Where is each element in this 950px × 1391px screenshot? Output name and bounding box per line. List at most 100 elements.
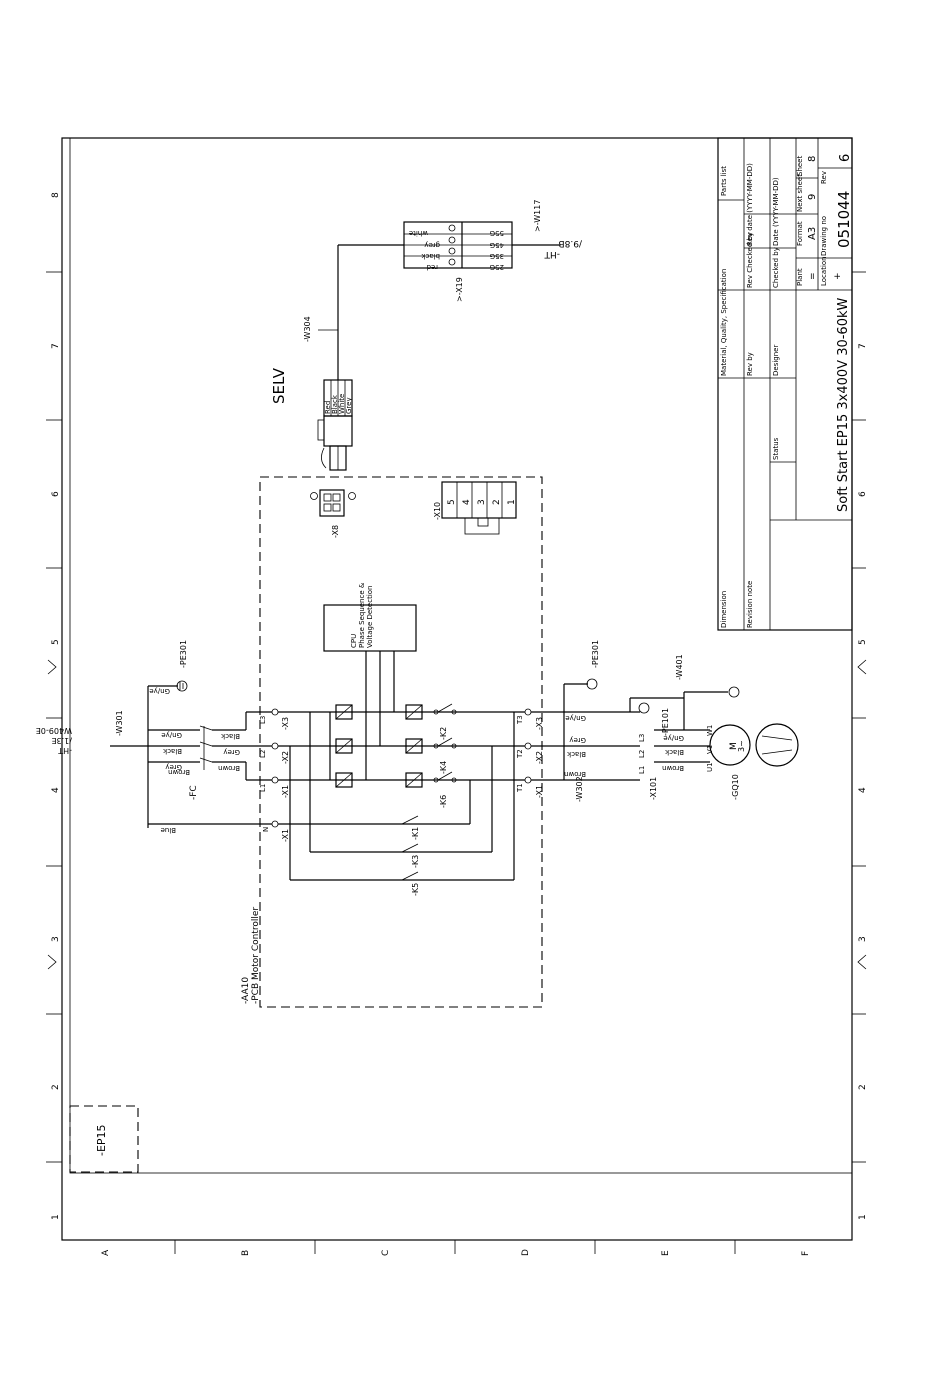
ep15-label: -EP15 [95, 1124, 108, 1156]
designer-label: Designer [772, 345, 780, 376]
ep15-box: -EP15 [69, 1105, 139, 1173]
col-mark-5-left: 5 [51, 639, 61, 645]
x19-terminal: white grey black red 55G 45G 35G 25G >-X… [403, 200, 582, 302]
ref-left: W409-0E [36, 726, 72, 735]
rev-by-label: Rev by [746, 352, 754, 376]
wire-gnye-out: Gn/ye [565, 714, 586, 722]
conn-wire-red: Red [324, 401, 332, 414]
x19-pin-25G: 25G [490, 263, 504, 271]
right-column-ticks [852, 271, 866, 1163]
col-mark-4-left: 4 [51, 787, 61, 793]
x19-pin-35G: 35G [490, 252, 504, 260]
x2-in-label: -X2 [281, 751, 290, 764]
drawing-number: 051044 [835, 191, 853, 248]
row-mark-B: B [241, 1250, 251, 1256]
x19-wire-red: red [427, 263, 438, 271]
wire-black-in: Black [162, 747, 182, 755]
cpu-block: CPU Phase Sequence & Voltage Detection [323, 582, 417, 780]
parts-list-label: Parts list [720, 166, 728, 196]
wire-grey-out: Grey [569, 736, 586, 744]
x10-label: -X10 [433, 502, 442, 520]
rev-value: 6 [838, 154, 853, 162]
w401-label: -W401 [675, 654, 684, 680]
power-stage: -K2 -K4 -K6 -K1 -K3 -K5 [278, 703, 525, 896]
w301-label: -W301 [115, 710, 124, 736]
row-mark-A: A [101, 1249, 111, 1256]
k5-label: -K5 [411, 883, 420, 896]
wire-brown-fc: Brown [218, 764, 240, 772]
col-mark-5-right: 5 [858, 639, 868, 645]
fc-label: -FC [189, 785, 199, 800]
x19-wire-grey: grey [424, 241, 440, 249]
x19-pin-55G: 55G [490, 229, 504, 237]
bottom-row-ticks [174, 1240, 736, 1254]
k2-label: -K2 [439, 727, 448, 740]
conn-wire-grey: Grey [345, 397, 353, 414]
k6-label: -K6 [439, 795, 448, 808]
plant-label: Plant [796, 268, 804, 286]
wire-gnye-motor: Gn/ye [663, 734, 684, 742]
x10-pin-5: 5 [447, 499, 457, 505]
col-mark-2-left: 2 [51, 1084, 61, 1090]
x19-pin-45G: 45G [490, 241, 504, 249]
x8-connector: -X8 [310, 489, 356, 538]
x1-in-label: -X1 [281, 785, 290, 798]
next-sheet-label: Next sheet [796, 174, 804, 212]
x8-label: -X8 [331, 525, 340, 538]
row-mark-F: F [801, 1251, 811, 1256]
ref-top: /9.8B [558, 238, 582, 248]
wire-brown-in: Brown [168, 768, 190, 776]
w304-label: -W304 [303, 316, 312, 342]
wire-black-fc: Black [220, 732, 240, 740]
col-mark-2-right: 2 [858, 1084, 868, 1090]
pe301-bot-label: -PE301 [591, 640, 600, 668]
x19-wire-white: white [409, 229, 428, 237]
checked-label: Checked by [772, 247, 780, 288]
aa10-label: -AA10 [241, 977, 251, 1004]
title-block: Parts list Material, Quality, Specificat… [717, 137, 853, 631]
x19-wire-black: black [420, 252, 440, 260]
col-mark-3-right: 3 [858, 936, 868, 942]
k4-label: -K4 [439, 761, 448, 774]
drawing-no-label: Drawing no [820, 216, 828, 256]
col-mark-7-left: 7 [51, 343, 61, 349]
mains-input: W409-0E /1.3E -HT -W301 Gn/ye -PE301 Gn/… [36, 640, 290, 842]
x101-label: -X101 [649, 777, 658, 800]
bottom-row-letters: A B C D E F [101, 1249, 811, 1256]
next-sheet-value: 9 [807, 194, 818, 200]
location-label: Location [820, 256, 828, 286]
drawing-title: Soft Start EP15 3x400V 30-60kW [836, 297, 851, 512]
x1-out-label: -X1 [535, 785, 544, 798]
motor-w1: W1 [706, 725, 714, 736]
pe301-top-label: -PE301 [179, 640, 188, 668]
x10-pin-2: 2 [492, 499, 502, 505]
x19-label: >-X19 [455, 277, 464, 302]
pcb-label: -PCB Motor Controller [251, 907, 261, 1004]
wire-black-out: Black [566, 750, 586, 758]
col-mark-8-left: 8 [51, 192, 61, 198]
x101-l2: L2 [638, 750, 646, 758]
col-mark-1-left: 1 [51, 1214, 61, 1220]
revision-note-label: Revision note [746, 581, 754, 628]
col-mark-7-right: 7 [858, 343, 868, 349]
motor-phase-label: 3~ [737, 740, 746, 752]
w302-label: -W302 [575, 776, 584, 802]
motor-controller-box: -AA10 -PCB Motor Controller [241, 476, 543, 1008]
date-label: Date (YYYY-MM-DD) [772, 177, 780, 246]
w117-label: >-W117 [533, 200, 542, 232]
wire-grey-fc: Grey [223, 748, 240, 756]
x10-connector: 5 4 3 2 1 -X10 [433, 481, 517, 535]
conn-wire-white: White [338, 394, 346, 414]
left-column-numbers: 8 7 6 5 4 3 2 1 [51, 192, 61, 1220]
x10-pin-4: 4 [462, 499, 472, 505]
conn-wire-black: Black [331, 394, 339, 414]
motor-symbol [709, 724, 751, 766]
col-mark-6-left: 6 [51, 491, 61, 497]
motor-u1: U1 [706, 762, 714, 772]
k3-label: -K3 [411, 855, 420, 868]
wire-gnye-top: Gn/ye [149, 687, 170, 695]
gq10-label: -GQ10 [731, 774, 740, 800]
motor-m-label: M [729, 742, 739, 750]
x10-pin-1: 1 [507, 499, 517, 505]
